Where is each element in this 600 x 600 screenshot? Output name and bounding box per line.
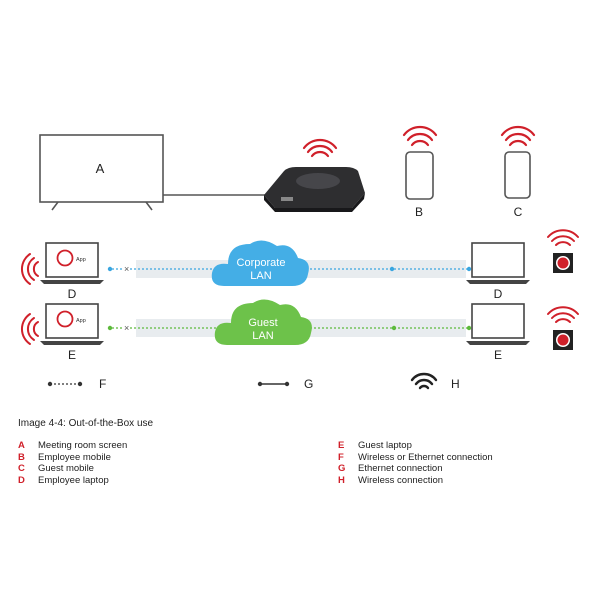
employee-laptop-right: D	[466, 242, 530, 301]
legend-key: F	[338, 451, 344, 463]
guest-lan-cloud: Guest LAN	[214, 299, 312, 345]
legend-key: C	[18, 463, 25, 474]
guest-lan-line1: Guest	[248, 317, 277, 329]
legend-key: A	[18, 440, 25, 451]
legend-key: B	[18, 451, 25, 463]
legend-left: A Meeting room screen B Employee mobile C G…	[18, 440, 127, 486]
legend-item: D Employee laptop	[18, 475, 127, 487]
label-e-right: E	[494, 348, 502, 362]
wifi-icon-base-unit	[302, 138, 338, 158]
figure-caption: Image 4-4: Out-of-the-Box use	[18, 418, 154, 429]
legend-item: A Meeting room screen	[18, 440, 127, 452]
corporate-lan-cloud: Corporate LAN	[211, 240, 309, 286]
wifi-icon-employee-laptop	[21, 253, 39, 285]
legend-text: Ethernet connection	[358, 463, 443, 474]
wifi-icon-dongle-corporate	[547, 229, 579, 246]
legend-text: Guest mobile	[38, 463, 94, 474]
meeting-room-screen: A	[39, 134, 164, 211]
dongle-corporate	[553, 253, 573, 273]
legend-text: Wireless connection	[358, 474, 444, 486]
legend-item: G Ethernet connection	[338, 463, 493, 475]
legend-item: H Wireless connection	[338, 475, 493, 487]
label-f: F	[99, 377, 106, 391]
legend-item: C Guest mobile	[18, 463, 127, 475]
base-unit	[264, 167, 365, 212]
app-badge-label: App	[76, 318, 86, 324]
label-b: B	[415, 205, 423, 219]
wifi-icon-guest-mobile	[500, 125, 536, 147]
key-wireless: H	[410, 372, 460, 391]
corporate-lan-line2: LAN	[250, 270, 271, 282]
legend-text: Employee laptop	[38, 474, 109, 486]
legend-item: F Wireless or Ethernet connection	[338, 452, 493, 464]
guest-laptop-right: E	[466, 303, 530, 362]
legend-text: Meeting room screen	[38, 440, 128, 451]
connection-x-mark: ×	[124, 323, 129, 333]
legend-key: H	[338, 474, 345, 486]
legend-text: Wireless or Ethernet connection	[358, 451, 493, 463]
app-badge-label: App	[76, 257, 86, 263]
label-a: A	[96, 161, 105, 176]
legend-key: E	[338, 440, 345, 451]
corporate-lan-line1: Corporate	[237, 257, 286, 269]
label-g: G	[304, 377, 313, 391]
legend-item: E Guest laptop	[338, 440, 493, 452]
guest-mobile: C	[504, 151, 531, 219]
dongle-guest	[553, 330, 573, 350]
wifi-icon-guest-laptop	[21, 313, 39, 345]
employee-mobile: B	[405, 151, 434, 219]
legend-item: B Employee mobile	[18, 452, 127, 464]
key-ethernet: G	[257, 377, 313, 391]
app-icon	[56, 310, 74, 328]
label-h: H	[451, 377, 460, 391]
wifi-icon-employee-mobile	[402, 125, 438, 147]
legend-text: Employee mobile	[38, 451, 111, 463]
legend-key: D	[18, 474, 25, 486]
key-wireless-or-ethernet: F	[47, 377, 106, 391]
app-icon	[56, 249, 74, 267]
guest-laptop-left: App E	[40, 303, 104, 362]
guest-lan-line2: LAN	[252, 330, 273, 342]
employee-laptop-left: App D	[40, 242, 104, 301]
legend-right: E Guest laptop F Wireless or Ethernet conn…	[338, 440, 493, 486]
label-d-left: D	[68, 287, 77, 301]
legend-text: Guest laptop	[358, 440, 412, 451]
label-e-left: E	[68, 348, 76, 362]
legend-key: G	[338, 463, 346, 474]
connection-x-mark: ×	[124, 264, 129, 274]
label-d-right: D	[494, 287, 503, 301]
wifi-icon-key	[410, 372, 438, 390]
label-c: C	[514, 205, 523, 219]
wifi-icon-dongle-guest	[547, 306, 579, 323]
